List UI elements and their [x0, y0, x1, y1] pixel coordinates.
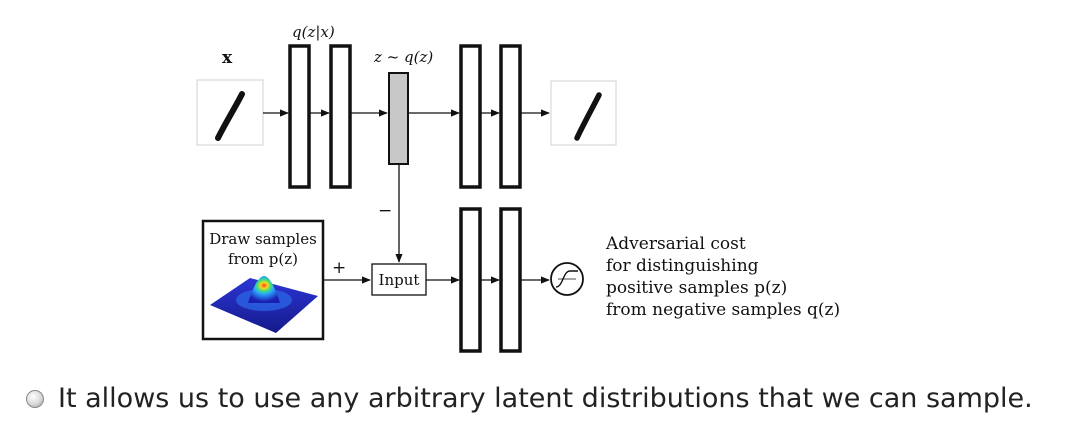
encoder-layer-1 [288, 44, 311, 189]
output-digit-image [550, 80, 617, 146]
cost-text-line4: from negative samples q(z) [606, 300, 840, 320]
decoder-layer-1 [459, 44, 482, 189]
encoder-label: q(z|x) [292, 23, 335, 41]
encoder-layer-2 [329, 44, 352, 189]
prior-box-line1: Draw samples [209, 230, 317, 248]
discriminator-layer-1 [459, 207, 482, 353]
bullet-icon [26, 389, 44, 408]
input-node-label: Input [379, 271, 420, 289]
minus-sign: − [378, 201, 392, 221]
prior-box-line2: from p(z) [228, 250, 298, 268]
cost-text-line2: for distinguishing [606, 256, 759, 276]
plus-sign: + [332, 258, 346, 278]
latent-label: z ~ q(z) [373, 48, 433, 66]
decoder-layer-2 [499, 44, 522, 189]
discriminator-layer-2 [499, 207, 522, 353]
sigmoid-icon [550, 262, 584, 296]
gaussian-surface-plot [210, 276, 318, 333]
input-digit-image [196, 79, 264, 146]
bullet-item: It allows us to use any arbitrary latent… [26, 383, 1033, 414]
cost-text-line1: Adversarial cost [605, 234, 746, 254]
aae-diagram: x q(z|x) z ~ q(z) − Draw samples from p(… [196, 23, 840, 353]
input-x-label: x [222, 48, 233, 68]
latent-code-box [388, 72, 409, 165]
input-node-box [371, 263, 427, 296]
cost-text-line3: positive samples p(z) [606, 278, 787, 298]
bullet-text: It allows us to use any arbitrary latent… [58, 383, 1033, 414]
prior-sample-box: Draw samples from p(z) [201, 219, 325, 341]
